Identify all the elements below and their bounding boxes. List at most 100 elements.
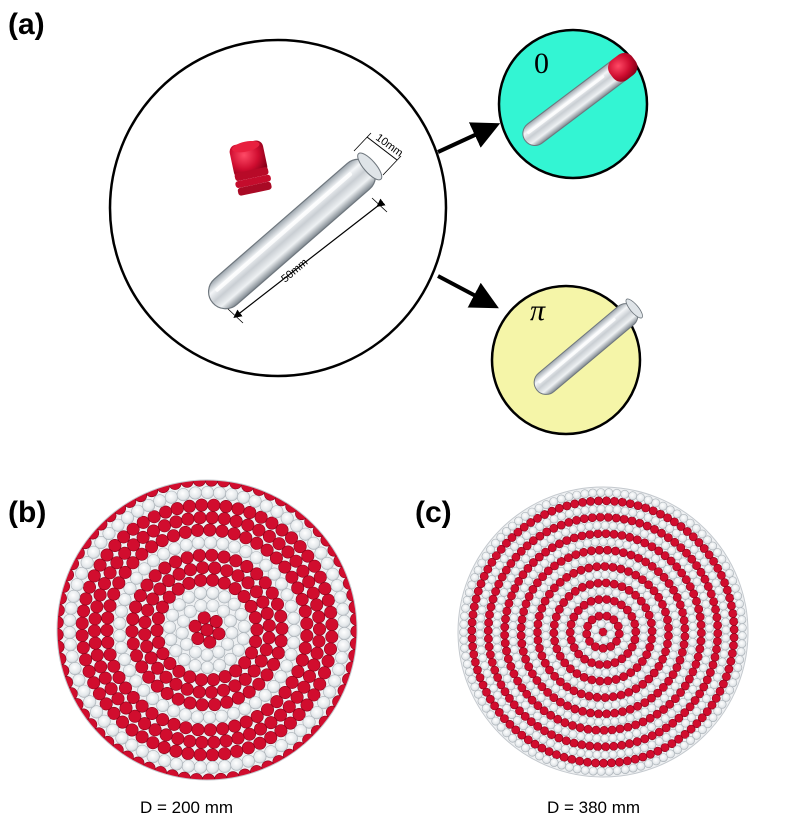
- red-cap-disk: [688, 532, 698, 542]
- clear-tube-disk: [642, 664, 652, 674]
- clear-tube-disk: [731, 670, 740, 680]
- clear-tube-disk: [622, 633, 632, 643]
- red-cap-disk: [549, 628, 559, 638]
- clear-tube-disk: [528, 604, 538, 614]
- red-cap-disk: [501, 538, 511, 548]
- red-cap-disk: [537, 651, 547, 661]
- red-cap-disk: [195, 698, 209, 712]
- clear-tube-disk: [702, 694, 711, 704]
- clear-tube-disk: [639, 566, 649, 575]
- red-cap-disk: [591, 642, 600, 651]
- clear-tube-disk: [460, 611, 469, 621]
- clear-tube-disk: [672, 635, 681, 644]
- clear-tube-disk: [653, 612, 663, 621]
- red-cap-disk: [632, 737, 642, 746]
- red-cap-disk: [585, 580, 595, 589]
- clear-tube-disk: [464, 588, 474, 597]
- red-cap-disk: [93, 558, 107, 572]
- clear-tube-disk: [535, 751, 544, 761]
- clear-tube-disk: [653, 698, 663, 708]
- red-cap-disk: [252, 523, 266, 537]
- clear-tube-disk: [665, 524, 675, 533]
- clear-tube-disk: [643, 513, 653, 522]
- clear-tube-disk: [701, 655, 711, 665]
- red-cap-disk: [695, 689, 705, 699]
- clear-tube-disk: [654, 718, 663, 728]
- red-cap-disk: [686, 724, 696, 734]
- clear-tube-disk: [665, 596, 675, 605]
- red-cap-disk: [638, 752, 648, 762]
- clear-tube-disk: [616, 732, 626, 742]
- red-cap-disk: [468, 610, 478, 619]
- clear-tube-disk: [585, 571, 594, 581]
- clear-tube-disk: [177, 614, 191, 628]
- clear-tube-disk: [232, 643, 246, 657]
- clear-tube-disk: [546, 738, 555, 748]
- clear-tube-disk: [698, 725, 707, 735]
- clear-tube-disk: [670, 642, 680, 652]
- clear-tube-disk: [720, 641, 730, 651]
- red-cap-disk: [580, 654, 589, 664]
- clear-tube-disk: [654, 737, 664, 746]
- red-cap-disk: [670, 517, 679, 527]
- tube-with-cap-icon: [522, 52, 638, 146]
- clear-tube-disk: [670, 681, 680, 691]
- clear-tube-disk: [557, 630, 567, 640]
- red-cap-disk: [172, 664, 186, 678]
- clear-tube-disk: [685, 518, 695, 528]
- red-cap-disk: [533, 513, 542, 523]
- clear-tube-disk: [508, 629, 518, 639]
- red-cap-disk: [244, 599, 258, 613]
- clear-tube-disk: [179, 538, 193, 552]
- clear-tube-disk: [655, 619, 665, 629]
- clear-tube-disk: [494, 651, 504, 661]
- clear-tube-disk: [559, 614, 569, 624]
- red-cap-disk: [217, 550, 231, 564]
- red-cap-disk: [532, 676, 542, 685]
- clear-tube-disk: [121, 511, 135, 525]
- red-cap-disk: [215, 524, 229, 538]
- clear-tube-disk: [215, 709, 229, 723]
- red-cap-disk: [549, 620, 559, 630]
- clear-tube-disk: [631, 580, 640, 589]
- clear-tube-disk: [158, 754, 172, 768]
- clear-tube-disk: [679, 514, 689, 523]
- red-cap-disk: [265, 516, 279, 530]
- red-cap-disk: [533, 635, 543, 645]
- clear-tube-disk: [595, 586, 605, 596]
- red-cap-disk: [468, 642, 477, 651]
- red-cap-disk: [112, 670, 126, 684]
- clear-tube-disk: [692, 577, 702, 587]
- red-cap-disk: [729, 641, 738, 650]
- clear-tube-disk: [640, 529, 649, 539]
- red-cap-disk: [490, 701, 499, 711]
- red-cap-disk: [516, 631, 526, 640]
- red-cap-disk: [661, 607, 670, 617]
- clear-tube-disk: [477, 696, 487, 706]
- clear-tube-disk: [608, 750, 618, 759]
- clear-tube-disk: [546, 534, 556, 544]
- red-cap-disk: [254, 510, 268, 524]
- red-cap-disk: [157, 740, 171, 754]
- red-cap-disk: [194, 673, 208, 687]
- red-cap-disk: [583, 724, 593, 734]
- clear-tube-disk: [515, 694, 525, 704]
- clear-tube-disk: [593, 668, 603, 678]
- red-cap-disk: [575, 723, 585, 733]
- clear-tube-disk: [568, 729, 578, 739]
- red-cap-disk: [239, 531, 253, 545]
- red-cap-disk: [562, 682, 572, 692]
- red-cap-disk: [609, 615, 619, 625]
- red-cap-disk: [632, 663, 642, 672]
- panel-label-a: (a): [8, 8, 45, 41]
- clear-tube-disk: [625, 596, 635, 606]
- clear-tube-disk: [728, 678, 738, 688]
- clear-tube-disk: [553, 742, 563, 751]
- clear-tube-disk: [636, 761, 646, 771]
- clear-tube-disk: [528, 526, 538, 536]
- clear-tube-disk: [535, 522, 545, 531]
- clear-tube-disk: [221, 637, 235, 651]
- red-cap-disk: [692, 561, 701, 570]
- clear-tube-disk: [663, 564, 673, 574]
- red-cap-disk: [521, 599, 531, 609]
